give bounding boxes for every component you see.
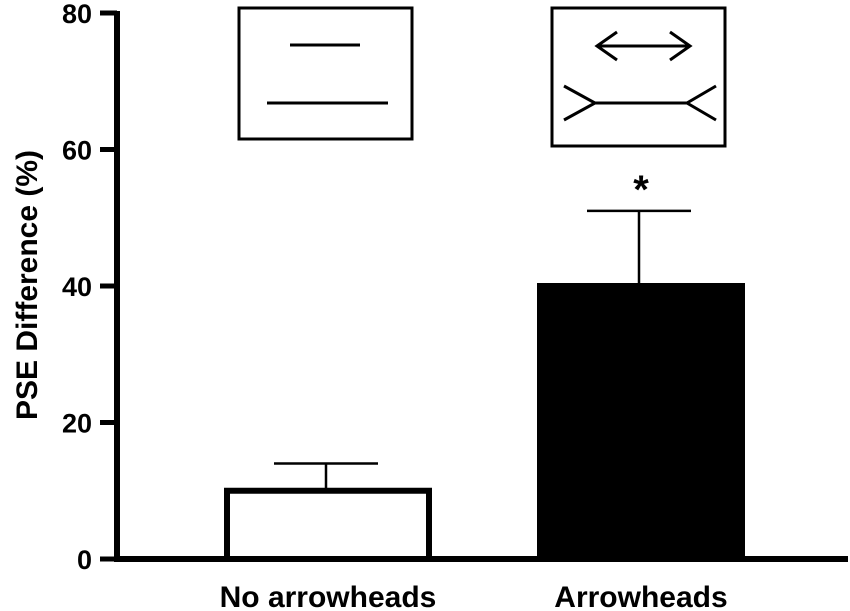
y-tick-label-40: 40: [62, 272, 92, 302]
category-label-0: No arrowheads: [220, 581, 437, 611]
y-axis-title-group: PSE Difference (%): [11, 150, 44, 420]
y-axis-ticks: 0 20 40 60 80: [62, 0, 117, 575]
y-tick-label-60: 60: [62, 136, 92, 166]
arrowheads-illusion-stimulus-icon: [550, 6, 727, 148]
significance-marks: *: [633, 168, 649, 212]
significance-mark-1: *: [633, 168, 649, 212]
error-bar-0: [274, 462, 378, 491]
category-labels: No arrowheads Arrowheads: [220, 581, 728, 611]
category-label-1: Arrowheads: [554, 581, 727, 611]
y-axis-title: PSE Difference (%): [11, 150, 44, 420]
error-bar-1: [587, 209, 691, 286]
y-tick-label-0: 0: [77, 545, 92, 575]
error-bars: [274, 209, 691, 491]
bar-1: [537, 283, 745, 562]
bars: [224, 283, 745, 562]
two-parallel-lines-stimulus-icon: [237, 6, 414, 141]
y-tick-label-80: 80: [62, 0, 92, 29]
bar-0: [224, 487, 432, 562]
y-tick-label-20: 20: [62, 409, 92, 439]
stimulus-insets: [237, 6, 727, 148]
axes: [114, 11, 848, 562]
